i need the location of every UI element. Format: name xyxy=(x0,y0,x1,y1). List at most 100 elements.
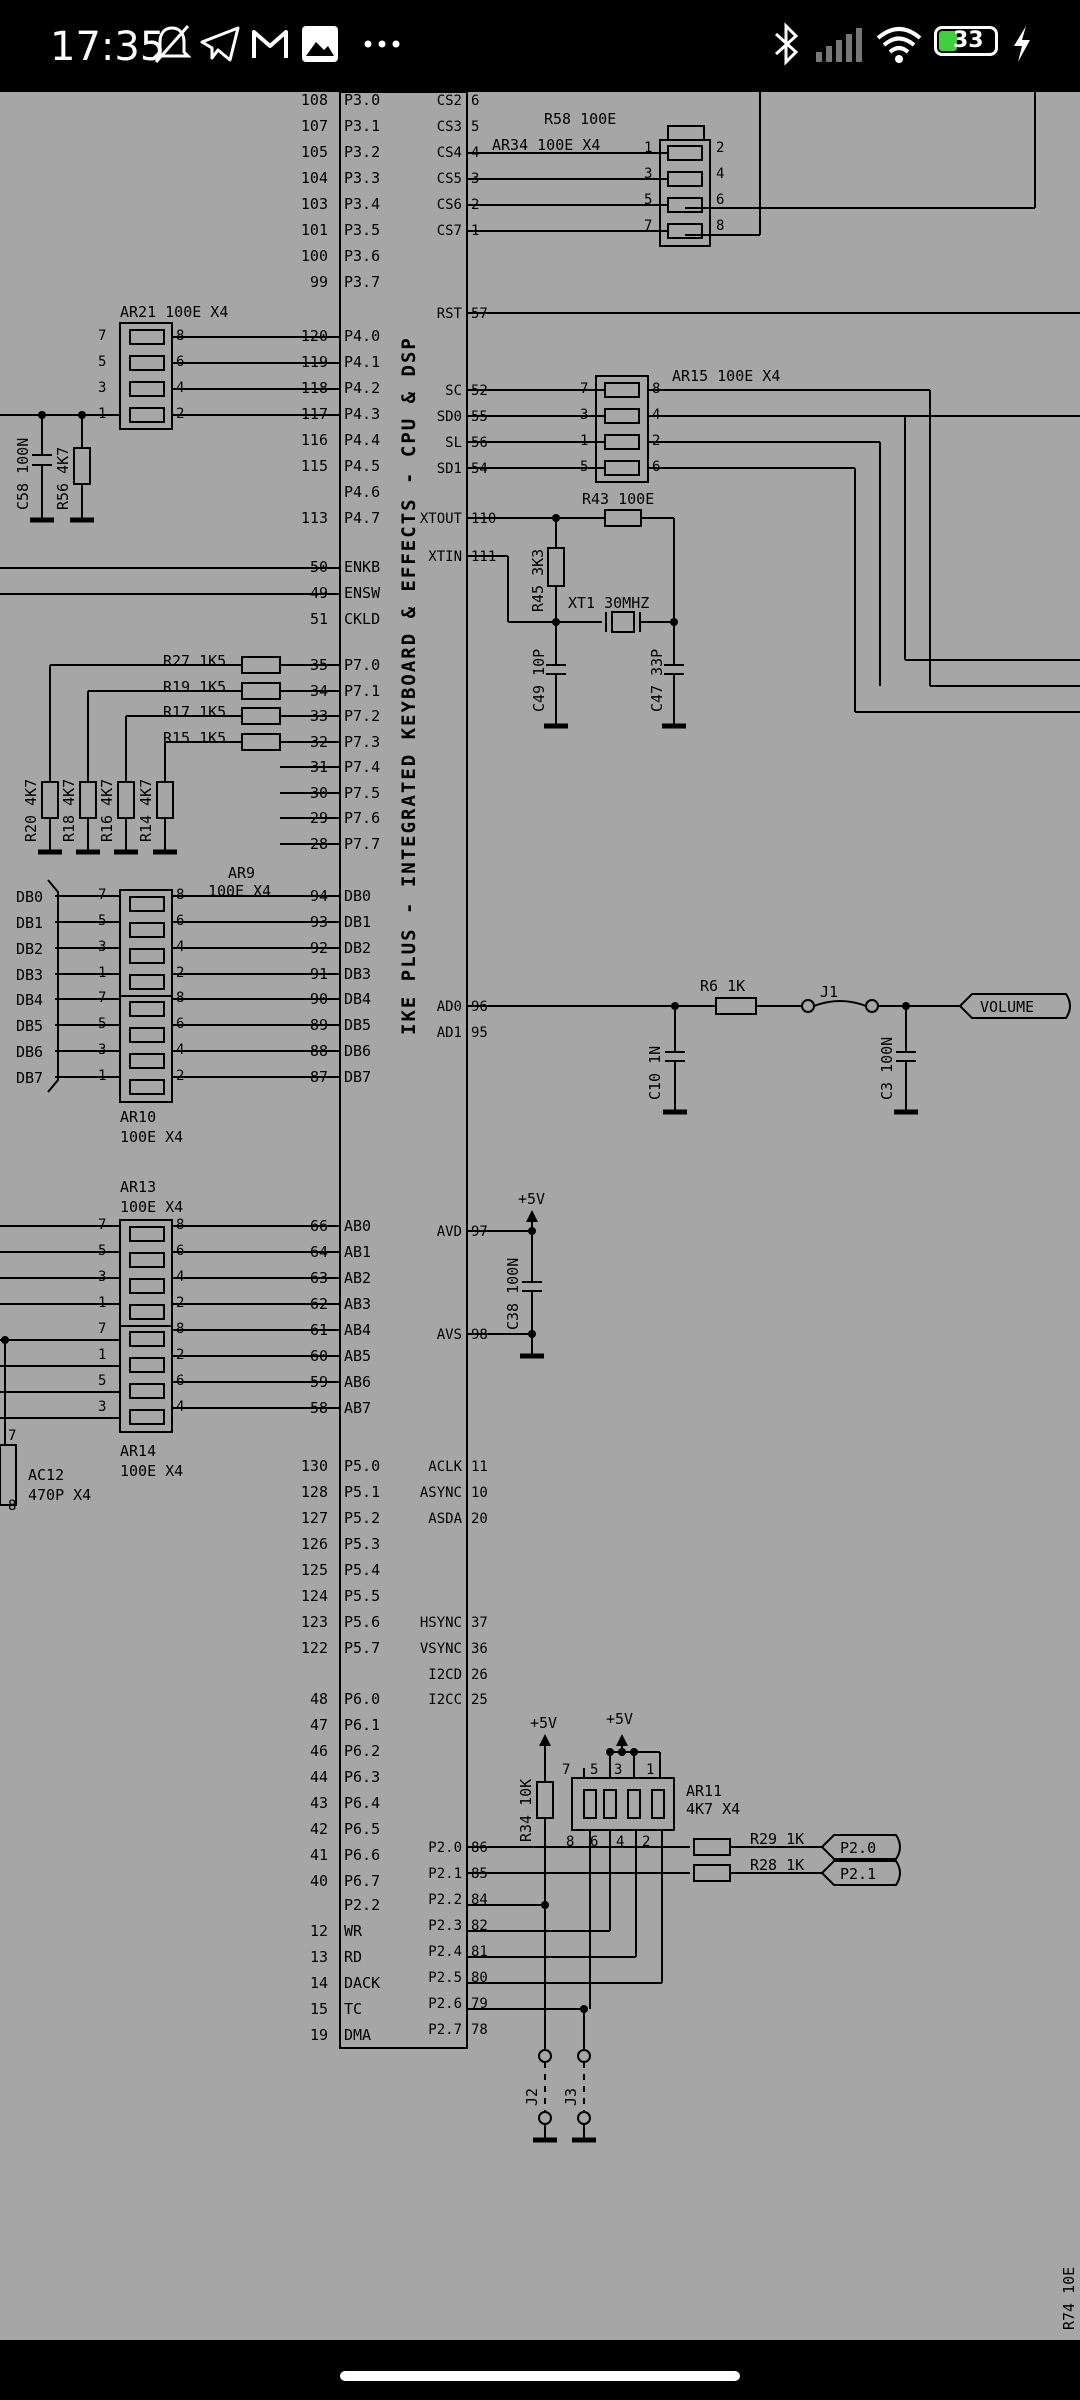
component-label-volume: VOLUME xyxy=(980,998,1034,1016)
right-pin-label: CS6 xyxy=(437,197,462,213)
left-pin-label: DB3 xyxy=(344,965,371,983)
network-pin-number: 7 xyxy=(562,1762,570,1778)
network-pin-number: 7 xyxy=(644,218,652,234)
left-pin-number: 31 xyxy=(310,758,328,776)
network-pin-number: 3 xyxy=(98,1042,106,1058)
left-pin-label: P4.1 xyxy=(344,353,380,371)
right-pin-label: HSYNC xyxy=(420,1615,462,1631)
left-pin-label: P6.3 xyxy=(344,1768,380,1786)
charging-icon xyxy=(1014,26,1030,62)
left-pin-label: AB7 xyxy=(344,1399,371,1417)
left-pin-number: 94 xyxy=(310,887,328,905)
right-pin-number: 3 xyxy=(471,171,479,187)
right-pin-label: P2.1 xyxy=(428,1866,462,1882)
left-pin-number: 46 xyxy=(310,1742,328,1760)
left-pin-label: P4.6 xyxy=(344,483,380,501)
left-pin-label: P3.1 xyxy=(344,117,380,135)
left-pin-number: 47 xyxy=(310,1716,328,1734)
right-pin-label: AVS xyxy=(437,1327,462,1343)
component-label-ar10-a: AR10 xyxy=(120,1108,156,1126)
network-pin-number: 4 xyxy=(616,1834,624,1850)
db-bus-label: DB3 xyxy=(16,966,43,984)
component-label-r45: R45 3K3 xyxy=(529,549,547,612)
network-pin-number: 5 xyxy=(580,459,588,475)
left-pin-label: P5.4 xyxy=(344,1561,380,1579)
left-pin-label: AB1 xyxy=(344,1243,371,1261)
right-pin-label: AD1 xyxy=(437,1025,462,1041)
component-label-ar13-b: 100E X4 xyxy=(120,1198,183,1216)
network-pin-number: 5 xyxy=(98,354,106,370)
left-pin-number: 91 xyxy=(310,965,328,983)
right-pin-number: 10 xyxy=(471,1485,488,1501)
network-pin-number: 4 xyxy=(176,939,184,955)
network-pin-number: 3 xyxy=(98,939,106,955)
left-pin-label: ENSW xyxy=(344,584,381,602)
db-bus-label: DB5 xyxy=(16,1017,43,1035)
right-pin-number: 81 xyxy=(471,1944,488,1960)
left-pin-number: 51 xyxy=(310,610,328,628)
right-pin-number: 57 xyxy=(471,306,488,322)
right-pin-label: P2.2 xyxy=(428,1892,462,1908)
db-bus-label: DB6 xyxy=(16,1043,43,1061)
component-label-plus5v: +5V xyxy=(518,1190,545,1208)
right-pin-number: 52 xyxy=(471,383,488,399)
left-pin-label: P6.0 xyxy=(344,1690,380,1708)
network-pin-number: 1 xyxy=(98,406,106,422)
left-pin-label: RD xyxy=(344,1948,362,1966)
component-label-ar15: AR15 100E X4 xyxy=(672,367,780,385)
left-pin-number: 64 xyxy=(310,1243,328,1261)
network-pin-number: 1 xyxy=(98,1068,106,1084)
component-label-r27: R27 1K5 xyxy=(163,652,226,670)
network-pin-number: 1 xyxy=(98,1347,106,1363)
network-pin-number: 7 xyxy=(8,1428,16,1444)
right-pin-label: P2.6 xyxy=(428,1996,462,2012)
left-pin-number: 124 xyxy=(301,1587,328,1605)
left-pin-number: 101 xyxy=(301,221,328,239)
right-pin-number: 97 xyxy=(471,1224,488,1240)
network-pin-number: 6 xyxy=(176,1373,184,1389)
left-pin-number: 100 xyxy=(301,247,328,265)
left-pin-number: 14 xyxy=(310,1974,328,1992)
network-pin-number: 8 xyxy=(176,1217,184,1233)
component-label-r20: R20 4K7 xyxy=(22,779,40,842)
left-pin-number: 63 xyxy=(310,1269,328,1287)
component-label-ar14-a: AR14 xyxy=(120,1442,156,1460)
right-pin-label: AD0 xyxy=(437,999,462,1015)
right-pin-label: P2.3 xyxy=(428,1918,462,1934)
network-pin-number: 1 xyxy=(646,1762,654,1778)
network-pin-number: 7 xyxy=(98,887,106,903)
right-pin-label: CS5 xyxy=(437,171,462,187)
network-pin-number: 8 xyxy=(716,218,724,234)
network-pin-number: 2 xyxy=(716,140,724,156)
status-time: 17:35 xyxy=(50,24,166,70)
left-pin-label: AB2 xyxy=(344,1269,371,1287)
network-pin-number: 8 xyxy=(176,887,184,903)
left-pin-number: 28 xyxy=(310,835,328,853)
network-pin-number: 6 xyxy=(652,459,660,475)
component-label-p21: P2.1 xyxy=(840,1865,876,1883)
left-pin-number: 108 xyxy=(301,92,328,109)
left-pin-label: DB4 xyxy=(344,990,371,1008)
left-pin-label: P6.4 xyxy=(344,1794,380,1812)
left-pin-number: 105 xyxy=(301,143,328,161)
left-pin-label: TC xyxy=(344,2000,362,2018)
right-pin-number: 110 xyxy=(471,511,496,527)
home-gesture-bar[interactable] xyxy=(340,2371,740,2381)
right-pin-label: ASDA xyxy=(428,1511,462,1527)
component-label-r17: R17 1K5 xyxy=(163,703,226,721)
left-pin-number: 61 xyxy=(310,1321,328,1339)
network-pin-number: 4 xyxy=(176,1269,184,1285)
left-pin-number: 19 xyxy=(310,2026,328,2044)
left-pin-number: 123 xyxy=(301,1613,328,1631)
left-pin-number: 34 xyxy=(310,682,328,700)
right-pin-label: VSYNC xyxy=(420,1641,462,1657)
component-label-c3: C3 100N xyxy=(878,1037,896,1100)
right-pin-label: P2.5 xyxy=(428,1970,462,1986)
left-pin-number: 50 xyxy=(310,558,328,576)
component-label-ar13-a: AR13 xyxy=(120,1178,156,1196)
network-pin-number: 1 xyxy=(98,965,106,981)
left-pin-number: 48 xyxy=(310,1690,328,1708)
status-bar: 17:35 33 xyxy=(0,0,1080,92)
right-pin-label: RST xyxy=(437,306,463,322)
left-pin-number: 117 xyxy=(301,405,328,423)
